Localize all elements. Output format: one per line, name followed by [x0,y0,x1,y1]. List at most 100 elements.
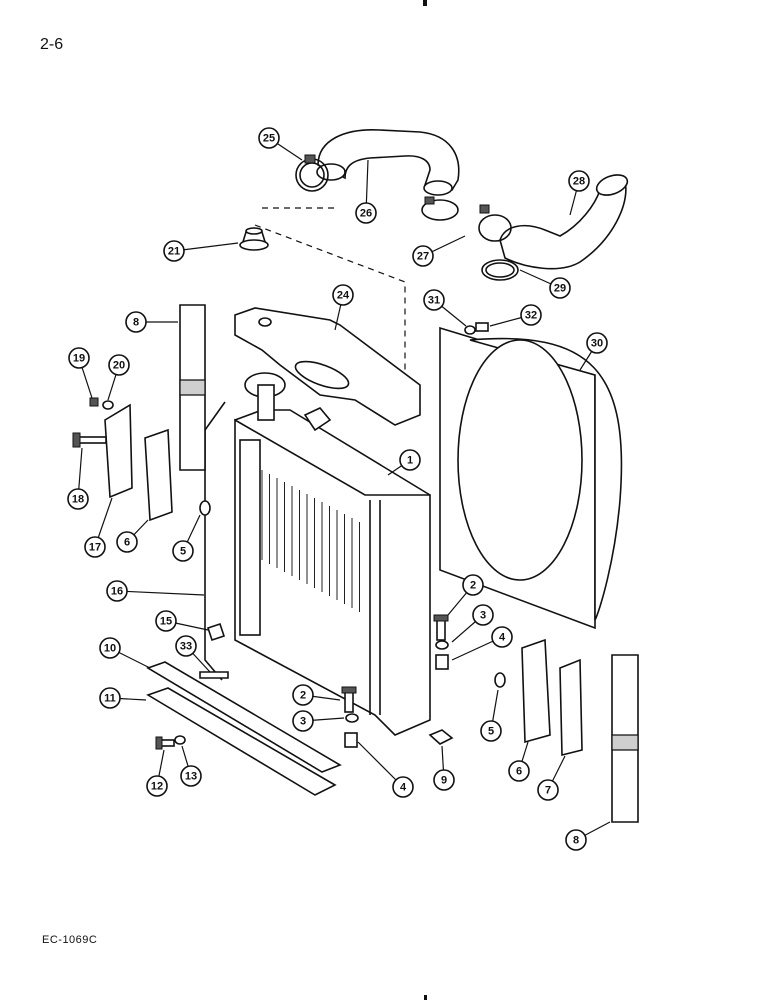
washer-3-upper [435,640,449,650]
plate-9 [428,729,454,745]
callout-label: 16 [111,586,123,598]
callout-label: 25 [263,133,275,145]
callout-label: 4 [400,782,407,794]
callout-6: 6 [508,760,530,782]
callout-25: 25 [258,127,280,149]
callout-7: 7 [537,779,559,801]
page-number: 2-6 [40,36,64,53]
callout-28: 28 [568,170,590,192]
callout-label: 17 [89,542,101,554]
radiator-fins [261,470,360,612]
callout-label: 15 [160,616,172,628]
callout-label: 12 [151,781,163,793]
callout-label: 33 [180,641,192,653]
callout-4: 4 [491,626,513,648]
callout-label: 28 [573,176,585,188]
bolt-2-upper [433,614,449,641]
callout-33: 33 [175,635,197,657]
callout-32: 32 [520,304,542,326]
callout-1: 1 [399,449,421,471]
callout-29: 29 [549,277,571,299]
callout-label: 8 [133,317,139,329]
hose-clamp-upper-left [295,154,329,192]
callout-label: 32 [525,310,537,322]
bolt-2-lower [341,686,357,713]
callout-label: 3 [300,716,306,728]
callout-10: 10 [99,637,121,659]
callout-13: 13 [180,765,202,787]
callout-label: 9 [441,775,447,787]
fan-shroud [439,326,623,630]
callout-30: 30 [586,332,608,354]
callout-18: 18 [67,488,89,510]
callout-3: 3 [292,710,314,732]
callout-label: 11 [104,693,116,705]
bolt-19 [89,397,99,407]
callout-24: 24 [332,284,354,306]
callout-3: 3 [472,604,494,626]
leader-line [116,590,205,596]
callout-9: 9 [433,769,455,791]
callout-label: 30 [591,338,603,350]
washer-13 [174,735,186,745]
top-tank-cover [234,307,421,426]
callout-15: 15 [155,610,177,632]
callout-6: 6 [116,531,138,553]
hose-clamp-lower-top [478,204,512,242]
lower-seal-strip [146,687,337,796]
callout-20: 20 [108,354,130,376]
callout-5: 5 [480,720,502,742]
callout-16: 16 [106,580,128,602]
callout-label: 7 [545,785,551,797]
callout-label: 20 [113,360,125,372]
callout-label: 21 [168,246,180,258]
washer-3-lower [345,713,359,723]
callout-8: 8 [125,311,147,333]
crop-mark-bottom [424,995,427,1000]
callout-label: 31 [428,295,440,307]
callout-label: 5 [488,726,494,738]
callout-label: 13 [185,771,197,783]
callout-label: 4 [499,632,506,644]
radiator-core [204,372,431,736]
callout-label: 19 [73,353,85,365]
radiator-cap [239,227,269,251]
callout-31: 31 [423,289,445,311]
callout-5: 5 [172,540,194,562]
callout-label: 29 [554,283,566,295]
callout-label: 24 [337,290,350,302]
callout-label: 27 [417,251,429,263]
grommet-5-left [199,500,211,516]
hose-clamp-upper-right [421,196,459,221]
callout-label: 3 [480,610,486,622]
part-callouts: 1223344556678891011121315161718192021242… [67,127,608,851]
hose-clamp-lower-bottom [481,259,519,281]
lower-hose [499,174,629,270]
callout-21: 21 [163,240,185,262]
washer-20 [102,400,114,410]
washer-31 [464,325,476,335]
grommet-5-right [494,672,506,688]
upper-hose [316,129,460,196]
callout-8: 8 [565,829,587,851]
side-seal-left [179,304,206,471]
pad-left [144,428,173,522]
callout-label: 1 [407,455,413,467]
callout-2: 2 [292,684,314,706]
pad-right [521,638,551,744]
bushing-4-upper [435,654,449,670]
callout-label: 18 [72,494,84,506]
callout-label: 26 [360,208,372,220]
bolt-18 [72,432,107,448]
bolt-33 [199,671,229,679]
crop-mark-top [423,0,427,6]
lower-support-bar [146,661,342,773]
callout-label: 8 [573,835,579,847]
bolt-12 [155,736,175,750]
callout-12: 12 [146,775,168,797]
callout-27: 27 [412,245,434,267]
clip-15 [206,622,226,642]
callout-label: 2 [470,580,476,592]
callout-17: 17 [84,536,106,558]
